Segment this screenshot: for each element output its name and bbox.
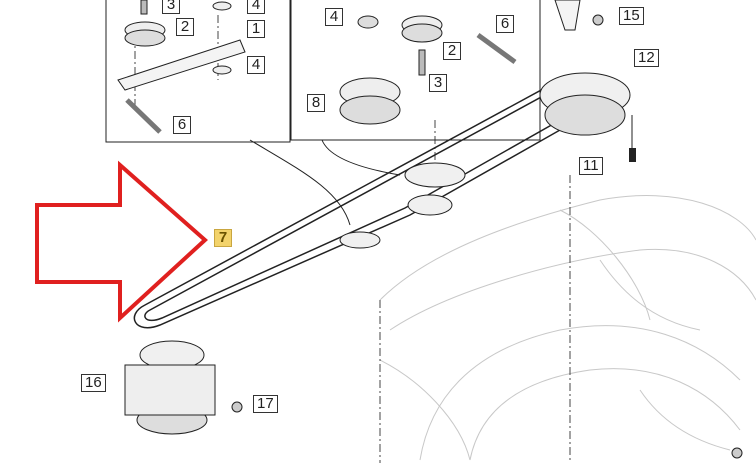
red-pointer-arrow <box>35 160 208 323</box>
inset-idler-arm <box>105 0 291 143</box>
drive-belt <box>133 85 575 329</box>
callout-17[interactable]: 17 <box>253 395 278 413</box>
callout-4[interactable]: 4 <box>247 56 265 74</box>
callout-2[interactable]: 2 <box>443 42 461 60</box>
callout-15[interactable]: 15 <box>619 7 644 25</box>
callout-11[interactable]: 11 <box>579 157 603 175</box>
callout-16[interactable]: 16 <box>81 374 106 392</box>
callout-3[interactable]: 3 <box>162 0 180 14</box>
callout-2[interactable]: 2 <box>176 18 194 36</box>
callout-12[interactable]: 12 <box>634 49 659 67</box>
callout-4[interactable]: 4 <box>325 8 343 26</box>
mower-deck-sketch <box>379 195 756 461</box>
callout-6[interactable]: 6 <box>173 116 191 134</box>
callout-7-highlighted[interactable]: 7 <box>214 229 232 247</box>
callout-3[interactable]: 3 <box>429 74 447 92</box>
callout-6[interactable]: 6 <box>496 15 514 33</box>
callout-8[interactable]: 8 <box>307 94 325 112</box>
callout-4[interactable]: 4 <box>247 0 265 14</box>
callout-1[interactable]: 1 <box>247 20 265 38</box>
inset-pulley-assembly <box>290 0 541 141</box>
pulleys <box>124 72 631 435</box>
